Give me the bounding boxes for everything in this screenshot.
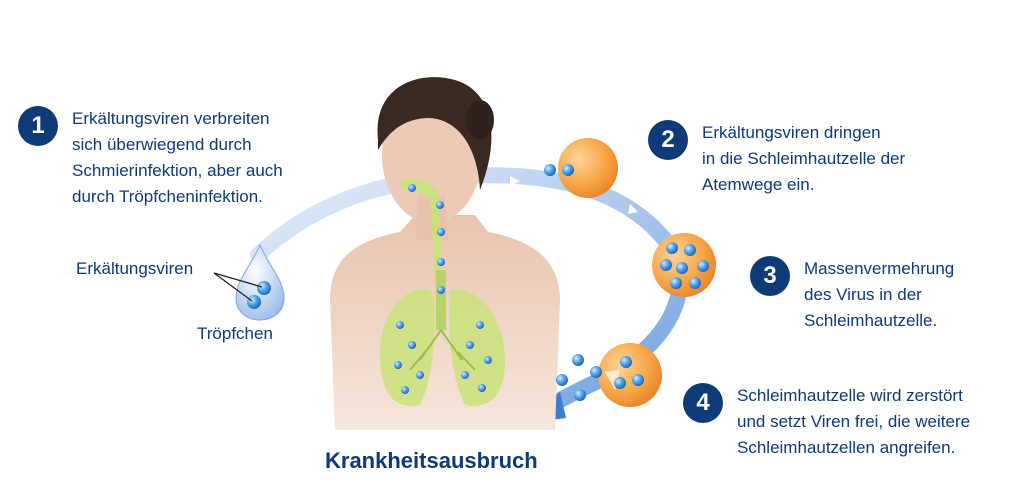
droplet-label: Tröpfchen [197,324,273,343]
step-2: 2 Erkältungsviren dringen in die Schleim… [648,120,905,198]
step-3: 3 Massenvermehrung des Virus in der Schl… [750,256,954,334]
outcome-title: Krankheitsausbruch [325,448,538,473]
mucosa-cell-entry [544,138,618,198]
step-1-badge: 1 [18,106,58,146]
mucosa-cell-release [556,343,662,407]
step-2-text: Erkältungsviren dringen in die Schleimha… [702,123,906,194]
step-4: 4 Schleimhautzelle wird zerstört und set… [683,383,970,461]
step-2-badge: 2 [648,120,688,160]
step-1: 1 Erkältungsviren verbreiten sich überwi… [18,106,283,210]
virus-label: Erkältungsviren [76,259,194,278]
mucosa-cell-replication [652,233,716,297]
step-4-badge: 4 [683,383,723,423]
droplet-icon [213,243,285,321]
step-4-text: Schleimhautzelle wird zerstört und setzt… [737,386,971,457]
step-1-text: Erkältungsviren verbreiten sich überwieg… [72,109,283,206]
respiratory-tract [379,178,505,406]
step-3-text: Massenvermehrung des Virus in der Schlei… [804,259,955,330]
step-3-badge: 3 [750,256,790,296]
person-illustration [330,77,560,430]
